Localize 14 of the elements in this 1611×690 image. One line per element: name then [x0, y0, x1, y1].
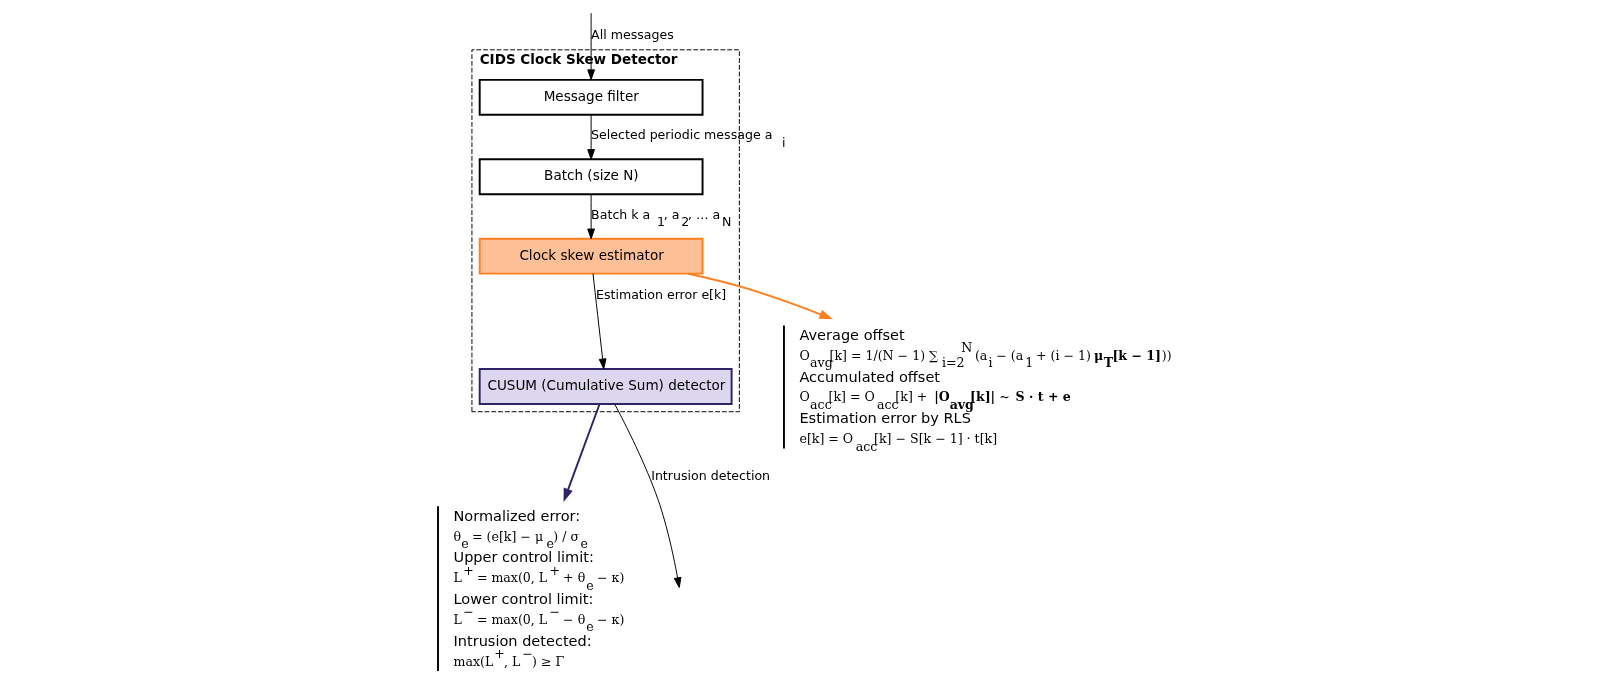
- node-box: Message filter: [478, 78, 704, 116]
- arrow: [687, 272, 833, 320]
- node-box: CUSUM (Cumulative Sum) detector: [478, 368, 733, 405]
- arrow: [614, 403, 682, 588]
- edge-label: Intrusion detection: [651, 468, 771, 484]
- edge-label: Estimation error e[k]: [595, 287, 727, 303]
- edge-label: All messages: [591, 26, 674, 42]
- arrow: [587, 194, 595, 240]
- arrow: [563, 403, 601, 502]
- node-box: Batch (size N): [478, 158, 704, 196]
- arrow: [592, 273, 607, 370]
- arrow: [587, 114, 595, 160]
- node-box: Clock skew estimator: [478, 237, 704, 275]
- arrow: [587, 12, 595, 80]
